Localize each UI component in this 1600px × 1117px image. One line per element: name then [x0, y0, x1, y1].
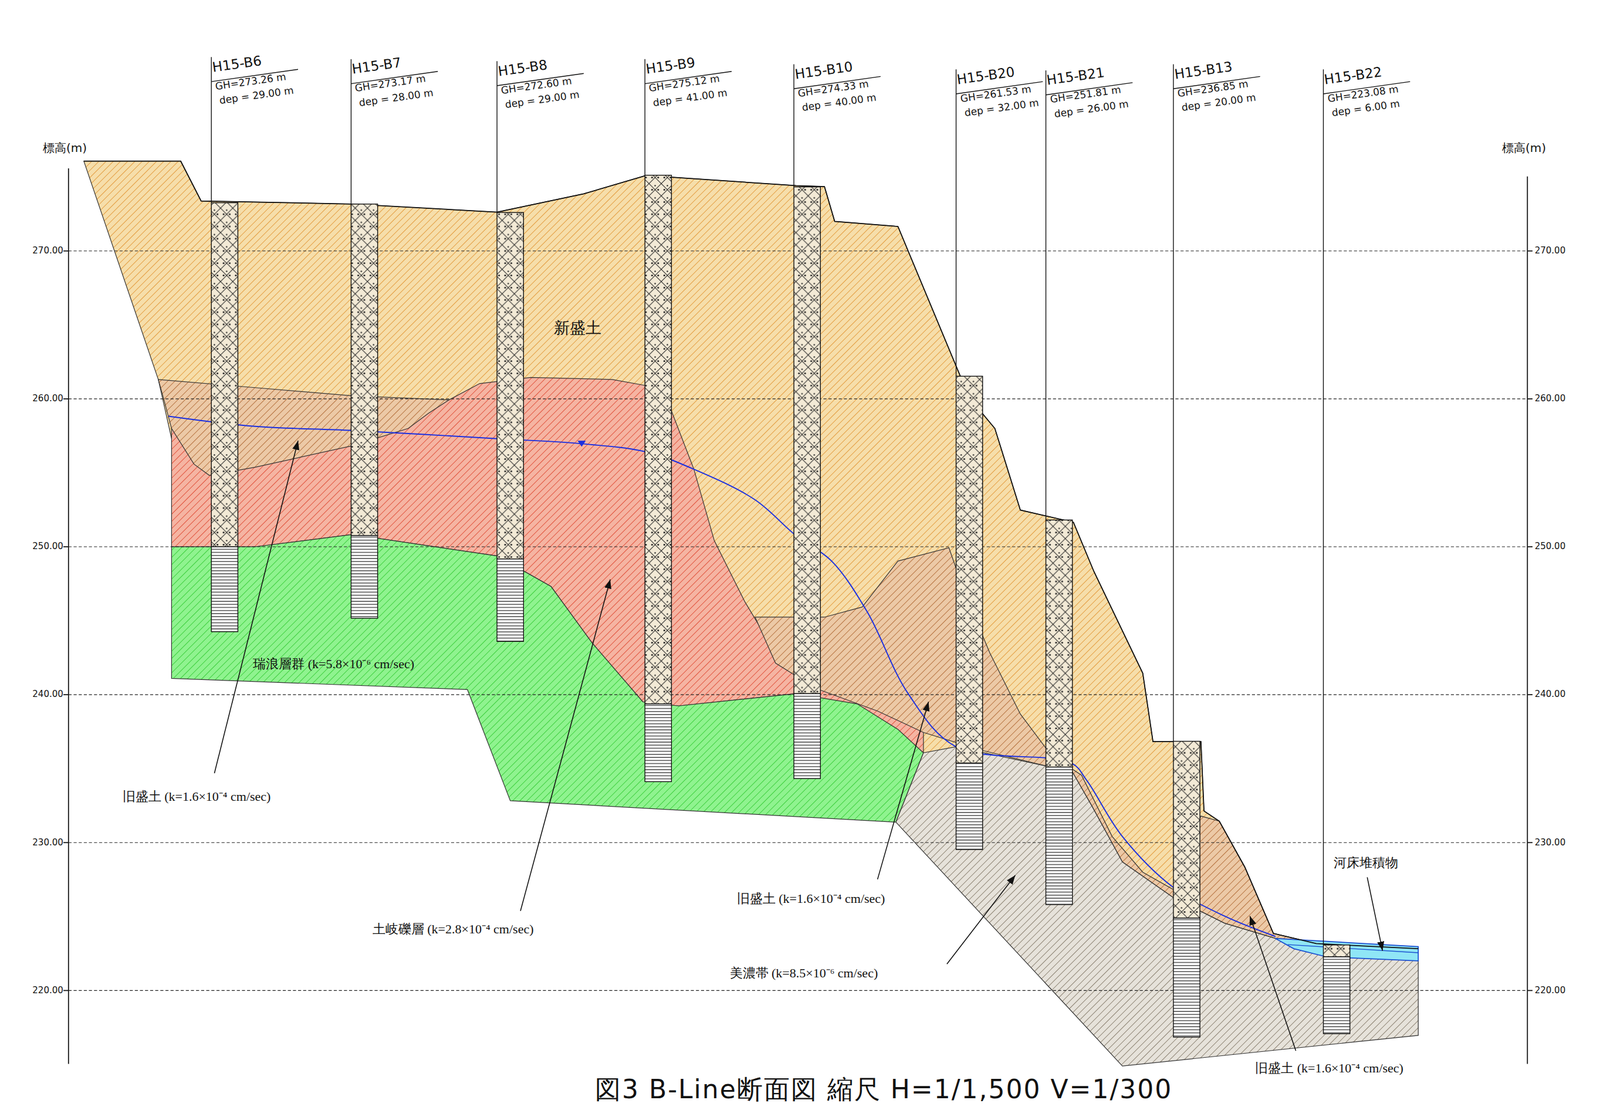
- tick: [63, 841, 69, 844]
- layer-name: 瑞浪層群 (k=5.8×10⁻⁶ cm/sec): [252, 657, 415, 672]
- elevation-value: 230.00: [32, 837, 64, 848]
- axis-line: [68, 168, 70, 1065]
- tick: [63, 694, 69, 696]
- elevation-value: 240.00: [32, 689, 64, 700]
- new-fill: [83, 161, 1419, 964]
- borehole-name: H15-B20: [955, 63, 1016, 88]
- leader-line: [520, 579, 611, 912]
- borehole-name: H15-B13: [1173, 58, 1234, 83]
- tick: [1527, 990, 1533, 992]
- elevation-value: 260.00: [32, 393, 64, 404]
- borehole-name: H15-B21: [1046, 65, 1106, 89]
- elevation-value: 260.00: [1534, 393, 1566, 404]
- borehole: [644, 59, 732, 783]
- mino-belt: [895, 746, 1419, 1067]
- elevation-value: 270.00: [1534, 245, 1566, 256]
- layer-name: 河床堆積物: [1333, 856, 1399, 871]
- leader-line: [946, 875, 1016, 964]
- borehole-name: H15-B22: [1323, 63, 1384, 88]
- tick: [63, 398, 69, 400]
- borehole-name: H15-B7: [350, 54, 402, 77]
- borehole-name: H15-B6: [211, 52, 263, 76]
- elevation-value: 250.00: [32, 542, 64, 553]
- leader-line: [877, 701, 929, 880]
- tick: [1527, 841, 1533, 844]
- borehole-name: H15-B10: [793, 58, 854, 83]
- layer-name: 美濃帯 (k=8.5×10⁻⁶ cm/sec): [729, 966, 879, 982]
- elevation-value: 250.00: [1534, 542, 1566, 553]
- layer-name: 旧盛土 (k=1.6×10⁻⁴ cm/sec): [1255, 1060, 1404, 1076]
- borehole: [211, 56, 299, 632]
- axis-title: 標高(m): [42, 141, 87, 155]
- tick: [1527, 250, 1533, 252]
- tick: [1527, 546, 1533, 548]
- tick: [1527, 694, 1533, 696]
- layer-name: 旧盛土 (k=1.6×10⁻⁴ cm/sec): [736, 891, 886, 907]
- borehole: [496, 61, 584, 642]
- elevation-value: 240.00: [1534, 689, 1566, 700]
- groundwater-line: [168, 415, 1276, 937]
- elevation-value: 270.00: [32, 245, 64, 256]
- elevation-value: 230.00: [1534, 837, 1566, 848]
- axis-title: 標高(m): [1502, 141, 1547, 155]
- borehole: [956, 69, 1044, 850]
- tick: [63, 546, 69, 548]
- grid-line: [68, 990, 1528, 991]
- borehole-name: H15-B9: [644, 54, 696, 77]
- figure-caption: 図3 B-Line断面図 縮尺 H=1/1,500 V=1/300: [594, 1074, 1173, 1105]
- leader-line: [1249, 915, 1296, 1051]
- ground-surface: [83, 161, 1419, 949]
- water-mark: [577, 440, 586, 447]
- borehole: [1046, 70, 1133, 905]
- borehole: [350, 59, 438, 619]
- leader-line: [1367, 877, 1383, 951]
- layer-name: 土岐礫層 (k=2.8×10⁻⁴ cm/sec): [372, 922, 534, 938]
- tick: [63, 250, 69, 252]
- axis-line: [1526, 176, 1528, 1065]
- old-fill: [158, 379, 450, 476]
- borehole: [1173, 64, 1261, 1038]
- grid-line: [68, 842, 1528, 844]
- borehole: [793, 64, 881, 780]
- layer-name: 旧盛土 (k=1.6×10⁻⁴ cm/sec): [122, 789, 272, 805]
- layer-name: 新盛土: [553, 319, 602, 338]
- borehole-name: H15-B8: [496, 56, 549, 80]
- elevation-value: 220.00: [1534, 985, 1566, 996]
- tick: [1527, 398, 1533, 400]
- elevation-value: 220.00: [32, 985, 64, 996]
- tick: [63, 990, 69, 992]
- leader-line: [214, 440, 299, 774]
- borehole: [1323, 69, 1411, 1034]
